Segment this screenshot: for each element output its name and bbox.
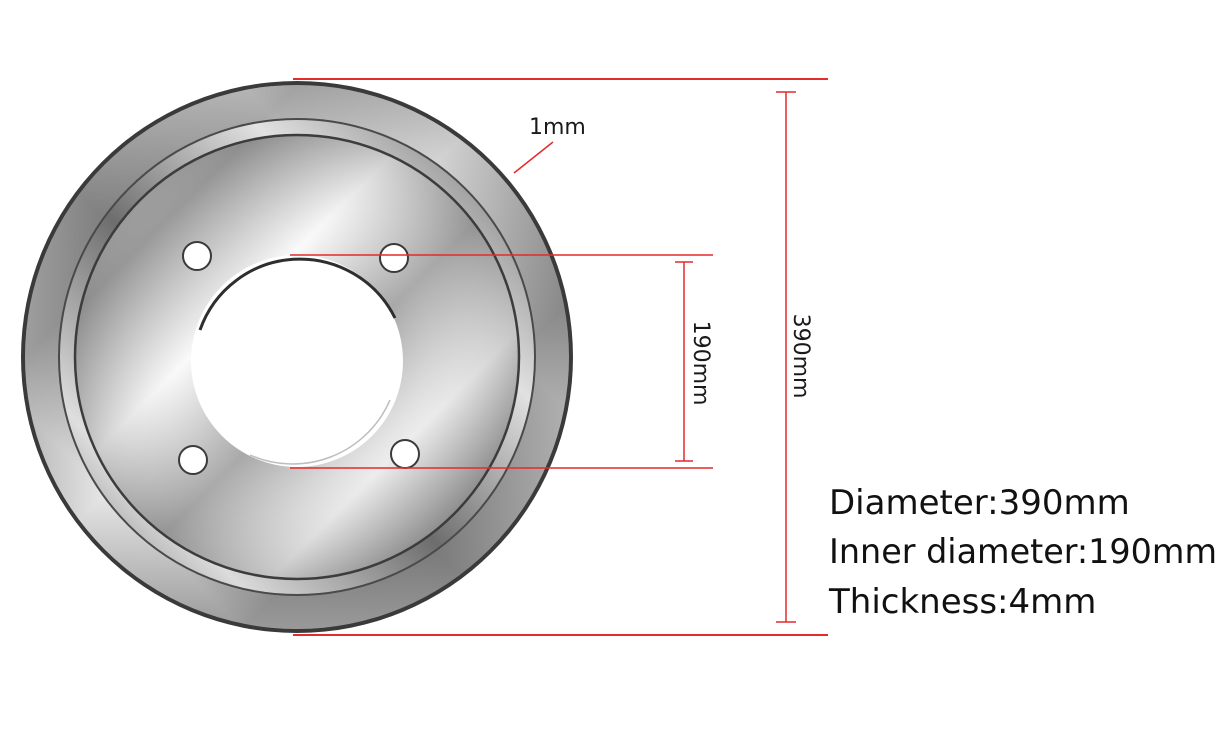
dimension-lines [290,78,828,636]
edge-thickness-label: 1mm [529,115,586,140]
spec-list: Diameter:390mm Inner diameter:190mm Thic… [828,483,1217,622]
edge-leader-line [513,141,554,174]
spec-diameter: Diameter:390mm [829,483,1130,523]
inner-diameter-label: 190mm [688,321,713,406]
circular-blade [21,81,573,633]
mounting-hole-top-right [379,243,409,273]
spec-thickness: Thickness:4mm [828,582,1096,622]
center-bore [191,255,403,467]
mounting-hole-bottom-right [390,439,420,469]
mounting-hole-top-left [182,241,212,271]
mounting-hole-bottom-left [178,445,208,475]
outer-diameter-label: 390mm [788,314,813,399]
spec-inner-diameter: Inner diameter:190mm [829,532,1217,572]
